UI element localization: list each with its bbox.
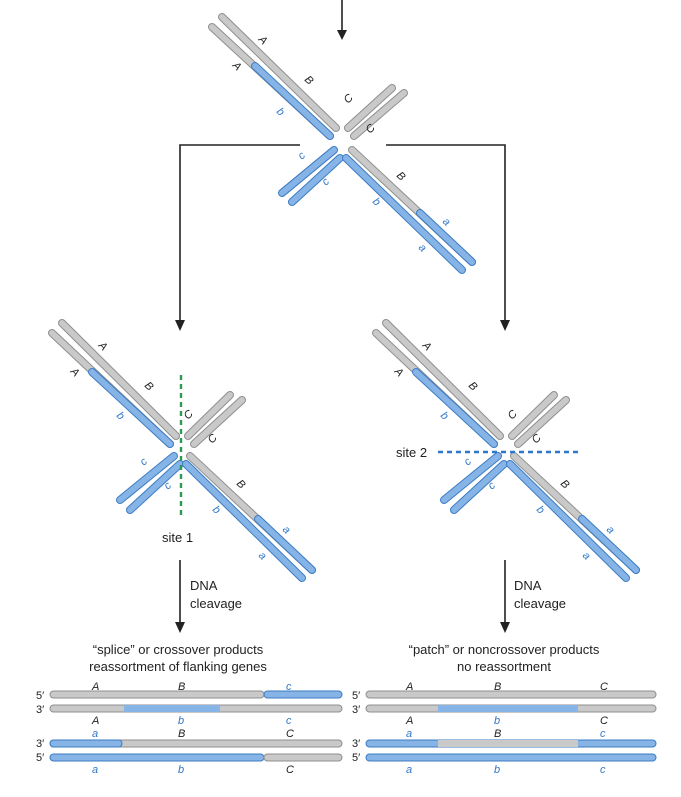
- gene-label: B: [302, 74, 316, 88]
- top-holliday-junction: A A B b C C c c B b a a: [175, 0, 510, 331]
- gene-label: b: [370, 196, 383, 209]
- gene-label: C: [286, 728, 294, 740]
- gene-label: A: [91, 715, 99, 727]
- gene-label: B: [178, 681, 185, 693]
- strand-end-label: 3′: [352, 704, 360, 716]
- gene-label: c: [296, 149, 309, 162]
- gene-label: b: [178, 764, 184, 776]
- gene-label: C: [182, 408, 196, 422]
- gene-label: A: [91, 681, 99, 693]
- cleavage-label-line1: DNA: [514, 578, 542, 593]
- strand-end-label: 3′: [352, 738, 360, 750]
- strand-end-label: 5′: [36, 690, 44, 702]
- gene-label: b: [274, 106, 287, 119]
- gene-label: C: [342, 92, 356, 106]
- gene-label: a: [280, 524, 293, 537]
- left-products-title: “splice” or crossover products: [93, 642, 264, 657]
- gene-label: B: [234, 478, 248, 492]
- cleavage-right: DNA cleavage: [500, 560, 566, 633]
- cleavage-label-line1: DNA: [190, 578, 218, 593]
- gene-label: b: [438, 410, 451, 423]
- gene-label: a: [440, 216, 453, 229]
- dna-strand: [49, 690, 265, 699]
- gene-label: B: [494, 728, 501, 740]
- gene-label: B: [394, 170, 408, 184]
- gene-label: B: [142, 380, 156, 394]
- site2-label: site 2: [396, 445, 427, 460]
- strand-end-label: 3′: [36, 738, 44, 750]
- gene-label: b: [494, 715, 500, 727]
- branch-arrow-left: [179, 144, 300, 322]
- gene-label: A: [67, 365, 81, 379]
- gene-label: C: [600, 681, 608, 693]
- gene-label: c: [286, 715, 292, 727]
- strand-end-label: 3′: [36, 704, 44, 716]
- gene-label: C: [600, 715, 608, 727]
- left-holliday-junction: site 1 A A B b C C c c B b a a: [48, 319, 316, 582]
- gene-label: A: [95, 339, 109, 353]
- gene-label: a: [580, 550, 593, 563]
- cleavage-label-line2: cleavage: [190, 596, 242, 611]
- left-products-subtitle: reassortment of flanking genes: [89, 659, 267, 674]
- gene-label: c: [486, 479, 499, 492]
- gene-label: A: [255, 33, 269, 47]
- gene-label: B: [466, 380, 480, 394]
- gene-label: a: [406, 728, 412, 740]
- right-holliday-junction: site 2 A A B b C C c c B b a a: [372, 319, 640, 582]
- gene-label: b: [178, 715, 184, 727]
- strand-end-label: 5′: [352, 690, 360, 702]
- gene-label: A: [405, 681, 413, 693]
- gene-label: A: [229, 59, 243, 73]
- right-products-title: “patch” or noncrossover products: [409, 642, 600, 657]
- gene-label: c: [320, 175, 333, 188]
- gene-label: A: [391, 365, 405, 379]
- gene-label: B: [558, 478, 572, 492]
- gene-label: A: [405, 715, 413, 727]
- branch-arrow-left-head: [175, 320, 185, 331]
- gene-label: c: [462, 455, 475, 468]
- gene-label: B: [178, 728, 185, 740]
- dna-strand: [49, 753, 265, 762]
- cleavage-label-line2: cleavage: [514, 596, 566, 611]
- right-products-subtitle: no reassortment: [457, 659, 551, 674]
- gene-label: b: [210, 504, 223, 517]
- gene-label: B: [494, 681, 501, 693]
- gene-label: c: [286, 681, 292, 693]
- gene-label: b: [494, 764, 500, 776]
- strand-end-label: 5′: [352, 752, 360, 764]
- strand-end-label: 5′: [36, 752, 44, 764]
- gene-label: c: [600, 764, 606, 776]
- branch-arrow-right-head: [500, 320, 510, 331]
- gene-label: a: [92, 764, 98, 776]
- gene-label: a: [256, 550, 269, 563]
- gene-label: c: [600, 728, 606, 740]
- gene-label: A: [419, 339, 433, 353]
- dna-strand: [365, 753, 657, 762]
- gene-label: c: [162, 479, 175, 492]
- gene-label: b: [114, 410, 127, 423]
- cleavage-left: DNA cleavage: [175, 560, 242, 633]
- site1-label: site 1: [162, 530, 193, 545]
- right-products: A B C 5′ 3′ A b C a B c 3′ 5′ a b c: [352, 681, 657, 776]
- gene-label: a: [92, 728, 98, 740]
- gene-label: a: [406, 764, 412, 776]
- dna-strand: [365, 690, 657, 699]
- incoming-arrow-head: [337, 30, 347, 40]
- gene-label: b: [534, 504, 547, 517]
- gene-label: C: [506, 408, 520, 422]
- branch-arrow-right: [386, 144, 506, 322]
- gene-label: a: [416, 242, 429, 255]
- left-products: A B c 5′ 3′ A b c a B C 3′ 5′ a b C: [36, 681, 343, 776]
- gene-label: c: [138, 455, 151, 468]
- gene-label: C: [286, 764, 294, 776]
- gene-label: a: [604, 524, 617, 537]
